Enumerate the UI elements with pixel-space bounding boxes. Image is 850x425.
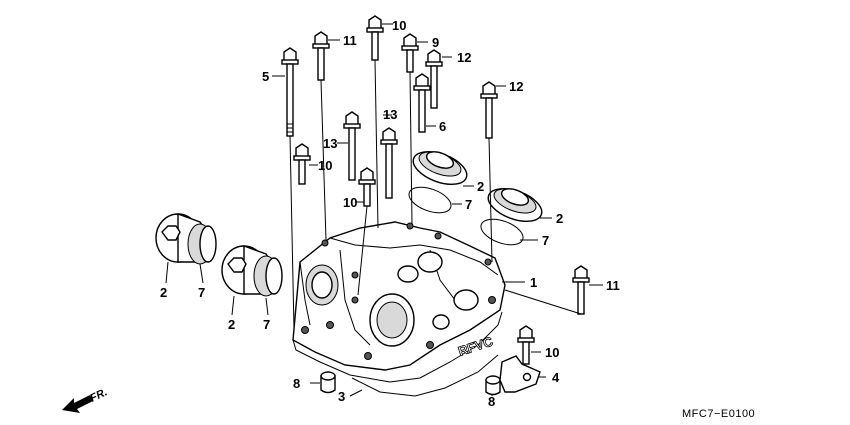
bolt-11-top [312, 31, 330, 81]
callout-12b: 12 [509, 79, 523, 94]
callout-2c: 2 [477, 179, 484, 194]
front-indicator-label: FR. [88, 386, 109, 404]
callout-10c: 10 [343, 195, 357, 210]
cover-gasket [351, 354, 499, 397]
bolt-11-right [572, 265, 590, 315]
callout-10b: 10 [318, 158, 332, 173]
front-arrow-icon: FR. [62, 386, 109, 413]
o-ring-upper-1 [408, 186, 452, 214]
bolt-6 [413, 73, 431, 133]
bolt-10-bottom [517, 325, 535, 365]
tappet-cap-right [221, 245, 283, 297]
callout-7c: 7 [465, 197, 472, 212]
callout-11a: 11 [343, 33, 357, 48]
bracket [499, 355, 541, 393]
callout-2d: 2 [556, 211, 563, 226]
callout-13a: 13 [323, 136, 337, 151]
callout-3: 3 [338, 389, 345, 404]
bolt-10-mid [358, 167, 376, 207]
callout-7b: 7 [263, 317, 270, 332]
cover-emboss-text: RFVC [456, 333, 495, 358]
callout-2b: 2 [228, 317, 235, 332]
callout-4: 4 [552, 370, 560, 385]
bolt-13-left [343, 111, 361, 181]
callout-7a: 7 [198, 285, 205, 300]
leader-lines [165, 23, 603, 397]
callout-11b: 11 [606, 278, 620, 293]
callout-1: 1 [530, 275, 537, 290]
callout-10a: 10 [392, 18, 406, 33]
callout-6: 6 [439, 119, 446, 134]
dowel-pin-left [320, 371, 336, 394]
callout-9: 9 [432, 35, 439, 50]
bolt-10-left [293, 143, 311, 185]
bolt-5 [281, 47, 299, 137]
bolt-10-top [366, 15, 384, 61]
callout-7d: 7 [542, 233, 549, 248]
callout-8a: 8 [293, 376, 300, 391]
tappet-cap-left [155, 213, 217, 265]
callout-5: 5 [262, 69, 269, 84]
dowel-pin-right [485, 375, 501, 396]
bolt-13-right [380, 127, 398, 199]
callout-8b: 8 [488, 394, 495, 409]
callout-2a: 2 [160, 285, 167, 300]
diagram-code: MFC7−E0100 [682, 408, 755, 420]
cylinder-head-cover: RFVC [292, 221, 506, 383]
callout-13b: 13 [383, 107, 397, 122]
tappet-cap-upper-2 [487, 188, 543, 222]
callout-10d: 10 [545, 345, 559, 360]
callout-12a: 12 [457, 50, 471, 65]
bolt-12-right [480, 81, 498, 139]
tappet-cap-upper-1 [412, 151, 468, 185]
bolt-9 [401, 33, 419, 73]
bolt-12-upper [425, 49, 443, 109]
